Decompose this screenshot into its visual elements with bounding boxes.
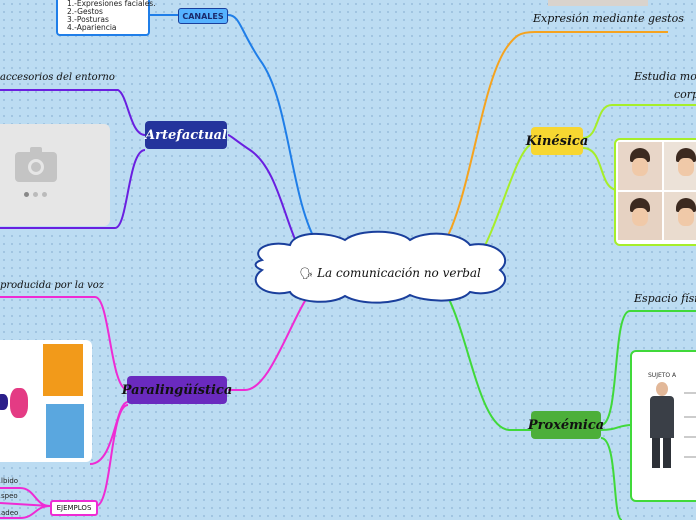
canales-item-2: 2.-Gestos [67,7,103,16]
mouth-figure-image [0,384,36,424]
ejemplo-1: …lbido [0,477,19,485]
kinesica-node[interactable]: Kinésica [526,127,588,155]
artefactual-node[interactable]: Artefactual [145,121,227,149]
kinesica-desc: Estudia movi… [634,70,696,83]
central-cloud [254,230,507,304]
shouting-figure-image [43,344,83,396]
carousel-dots [24,192,47,197]
proxemica-node[interactable]: Proxémica [528,411,604,439]
canales-item-3: 3.-Posturas [67,15,109,24]
face-photo-3 [618,192,662,240]
kinesica-desc-2: corp… [674,88,696,101]
central-node[interactable]: 🗣 La comunicación no verbal [295,262,485,284]
proxemica-image-frame[interactable]: SUJETO A [630,350,696,502]
kinesica-image-frame[interactable] [614,138,696,246]
suited-man-photo [648,382,676,468]
paralinguistica-node[interactable]: Paralingüística [122,376,232,404]
artefactual-desc: accesorios del entorno [0,72,115,83]
ejemplo-2: …speo [0,492,18,500]
camera-icon [15,147,57,182]
paralinguistica-image[interactable] [0,340,92,462]
canales-item-1: 1.-Expresiones faciales. [67,0,156,8]
canales-node[interactable]: CANALES [178,8,228,24]
ejemplo-3: …adeo [0,509,19,517]
paralinguistica-desc: producida por la voz [0,280,105,291]
expresion-gestos-desc: Expresión mediante gestos [533,12,684,25]
canales-list[interactable] [56,0,150,36]
face-photo-4 [664,192,696,240]
kinesica-top-image [548,0,648,6]
artefactual-image-placeholder[interactable] [0,124,110,226]
face-photo-1 [618,142,662,190]
sujeto-a-caption: SUJETO A [648,372,677,379]
ejemplos-node[interactable]: EJEMPLOS [50,500,98,516]
central-title: La comunicación no verbal [317,266,481,280]
running-figure-image [46,404,84,458]
face-photo-2 [664,142,696,190]
canales-item-4: 4.-Apariencia [67,23,117,32]
proxemica-desc: Espacio físic… [634,292,696,305]
speaker-icon: 🗣 [299,266,314,280]
